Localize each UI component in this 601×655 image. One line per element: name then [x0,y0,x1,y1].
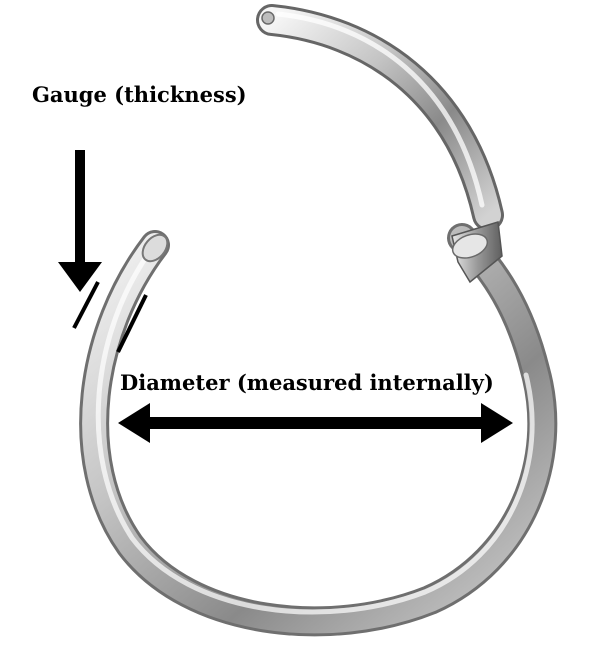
gauge-tick-inner [116,294,148,353]
diameter-label: Diameter (measured internally) [120,370,494,395]
hoop-ring [79,223,558,637]
diameter-arrow [118,403,513,443]
gauge-label: Gauge (thickness) [32,82,247,107]
gauge-tick-outer [72,281,100,329]
gauge-arrow [58,150,102,292]
hinge-segment [256,4,504,231]
hinge-joint [451,221,503,284]
clicker-pin [261,11,275,25]
ring-end-cap [141,233,169,263]
